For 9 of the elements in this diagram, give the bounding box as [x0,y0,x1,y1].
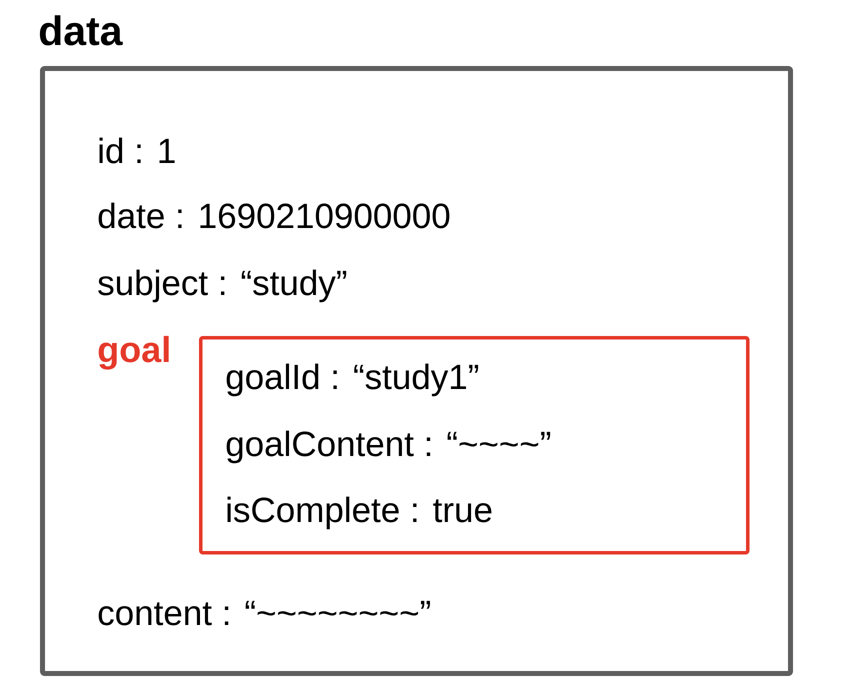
field-text: subject : “study” [98,270,346,302]
field-text: id : 1 [100,138,175,164]
heading: data [40,15,123,46]
field-text: isComplete : true [228,496,492,530]
heading: goal [98,336,169,370]
field-text: content : “~~~~~~~~” [98,600,430,626]
field-text: goalContent : “~~~~” [226,430,550,464]
field-text: goalId : “study1” [226,364,478,396]
field-text: date : 1690210900000 [98,202,450,228]
